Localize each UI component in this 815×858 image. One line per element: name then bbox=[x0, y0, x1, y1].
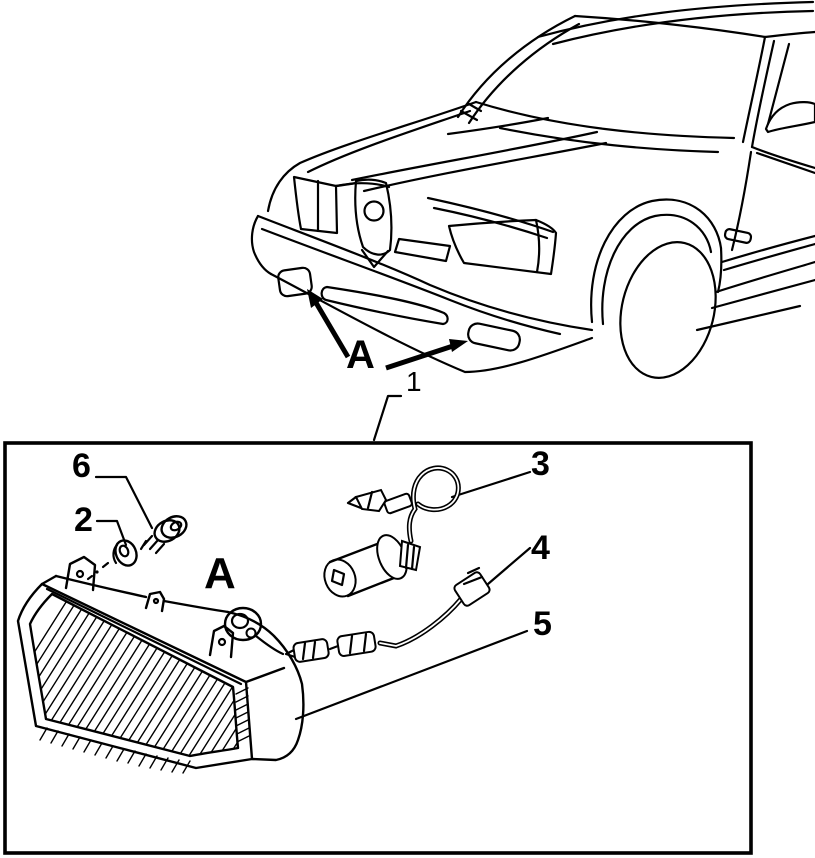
washer-drawing bbox=[86, 539, 138, 581]
callout-4: 4 bbox=[531, 529, 550, 567]
detail-location-label: A bbox=[204, 549, 236, 598]
car-front-illustration bbox=[250, 0, 815, 379]
connector-plug bbox=[453, 571, 491, 607]
screw-drawing bbox=[139, 515, 188, 555]
callout-6: 6 bbox=[72, 447, 91, 485]
mounting-tab-middle bbox=[144, 590, 166, 613]
fog-lamp-housing-drawing bbox=[16, 555, 305, 774]
leader-1 bbox=[372, 394, 403, 442]
wiring-connector-drawing bbox=[292, 566, 491, 663]
side-mirror bbox=[764, 101, 815, 134]
callout-2: 2 bbox=[74, 501, 93, 539]
left-fog-slot bbox=[277, 266, 313, 298]
door-handle bbox=[723, 228, 753, 244]
bulb-boss bbox=[223, 606, 263, 642]
wire-sleeve bbox=[383, 492, 413, 515]
leader-3 bbox=[450, 470, 532, 499]
right-fog-slot bbox=[467, 322, 521, 352]
callout-1: 1 bbox=[406, 366, 422, 397]
leader-6 bbox=[94, 475, 154, 530]
callout-3: 3 bbox=[531, 445, 550, 483]
arrowhead-left bbox=[307, 289, 323, 308]
leader-2 bbox=[95, 519, 128, 547]
leader-5 bbox=[294, 629, 529, 721]
grille-shield bbox=[354, 178, 393, 256]
center-intake-slot bbox=[320, 285, 449, 326]
overview-location-label: A bbox=[346, 333, 375, 377]
leader-4 bbox=[486, 546, 532, 586]
front-wheel bbox=[619, 241, 717, 379]
detail-box-frame bbox=[3, 441, 753, 855]
mounting-tab-left bbox=[64, 555, 97, 592]
mounting-tab-right bbox=[208, 624, 235, 659]
bulb-socket-drawing bbox=[323, 465, 461, 598]
location-arrows bbox=[307, 289, 468, 371]
callout-5: 5 bbox=[533, 605, 552, 643]
brand-emblem bbox=[363, 200, 385, 222]
callout-leaders bbox=[94, 394, 532, 721]
arrowhead-right bbox=[449, 339, 468, 352]
